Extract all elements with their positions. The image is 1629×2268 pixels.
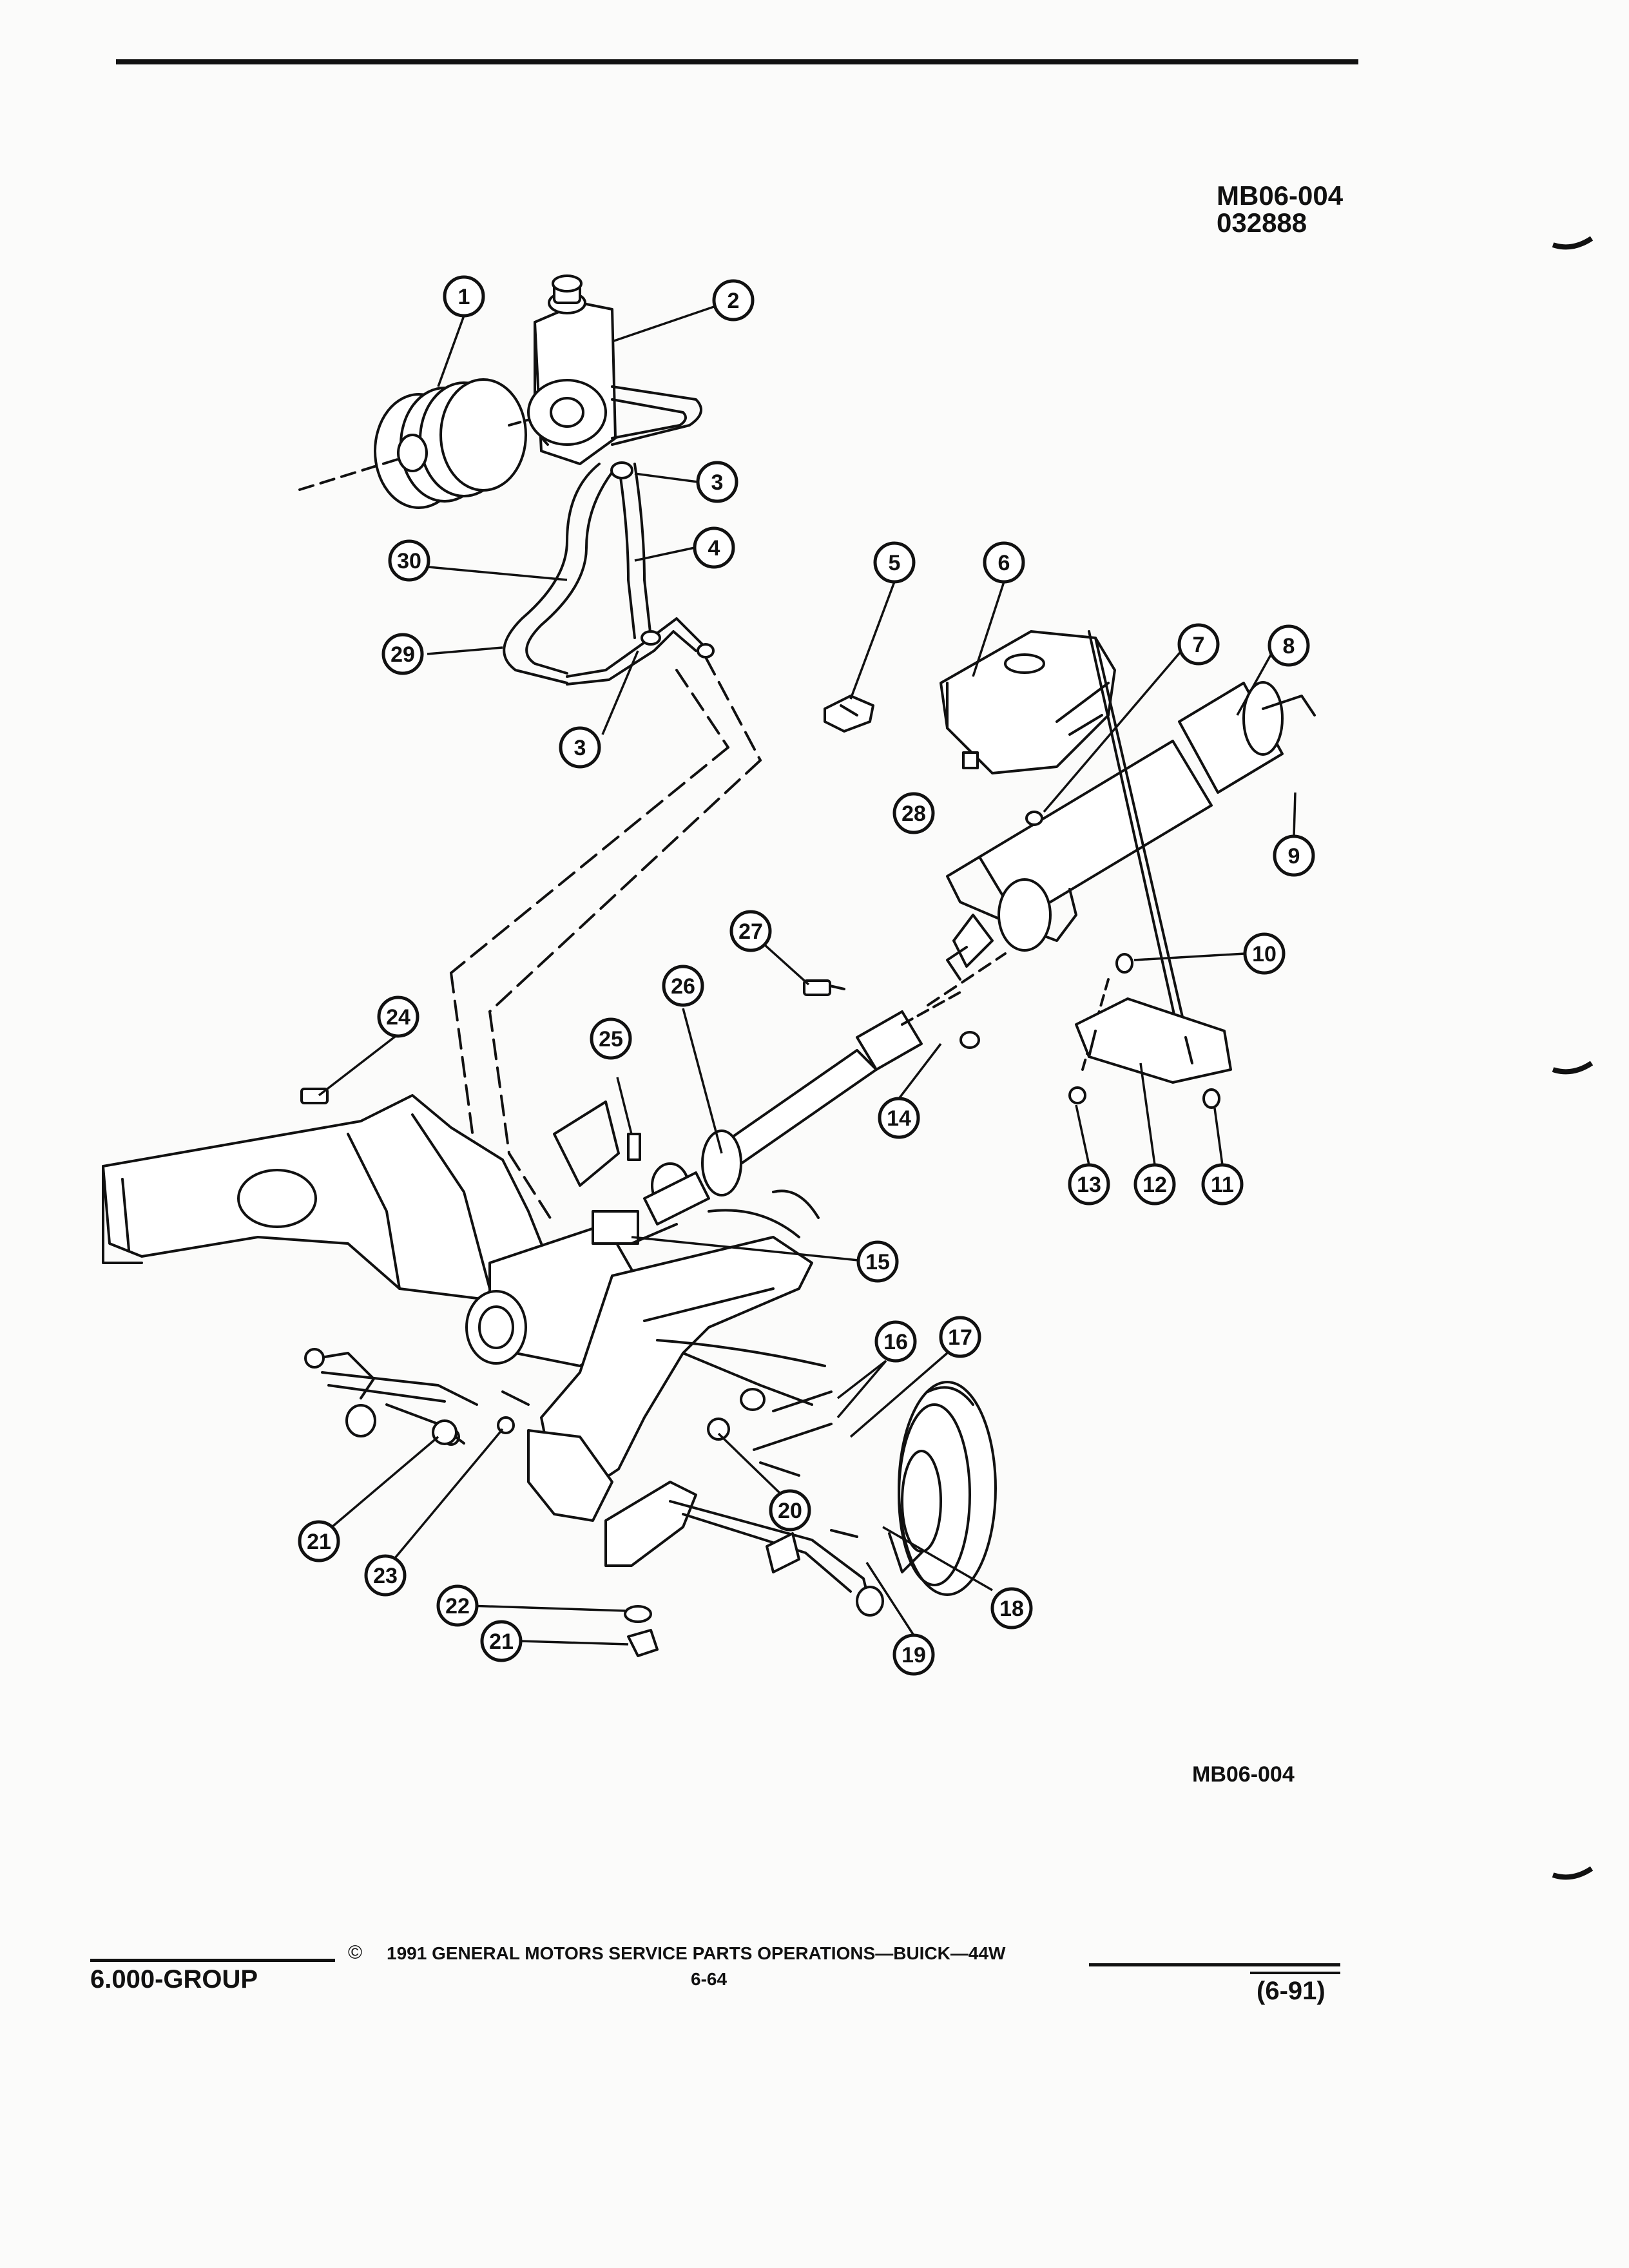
callout-8: 8: [1268, 624, 1310, 667]
callout-21-lower-label: 21: [489, 1629, 514, 1654]
footer-rule-left: [90, 1959, 335, 1962]
callout-23: 23: [364, 1554, 407, 1597]
callout-4-label: 4: [708, 536, 720, 561]
callout-4: 4: [693, 526, 735, 569]
callout-9-label: 9: [1288, 844, 1300, 869]
callout-18-label: 18: [999, 1597, 1024, 1621]
footer-page-number: 6-64: [691, 1969, 728, 1989]
copyright-symbol: ©: [348, 1942, 363, 1963]
callout-3-lower-label: 3: [574, 736, 586, 760]
callout-1: 1: [443, 275, 485, 318]
callout-7-label: 7: [1193, 633, 1205, 657]
footer-copyright: 1991 GENERAL MOTORS SERVICE PARTS OPERAT…: [387, 1943, 1006, 1963]
callout-8-label: 8: [1283, 634, 1295, 658]
callout-16-label: 16: [883, 1330, 908, 1354]
callout-22-label: 22: [445, 1594, 470, 1619]
callout-16: 16: [874, 1320, 917, 1363]
callout-26: 26: [662, 965, 704, 1007]
callout-29: 29: [381, 633, 424, 675]
callout-30-label: 30: [397, 549, 421, 573]
callout-15-label: 15: [865, 1250, 890, 1274]
callout-19: 19: [892, 1633, 935, 1676]
callout-6-label: 6: [998, 551, 1010, 575]
callout-24: 24: [377, 995, 419, 1038]
figure-footer-code: MB06-004: [1192, 1762, 1295, 1787]
callout-17-label: 17: [948, 1325, 972, 1350]
pump-pulley: [298, 378, 543, 509]
callout-3-upper-label: 3: [711, 470, 724, 495]
top-rule: [116, 59, 1358, 64]
callout-10-label: 10: [1252, 942, 1277, 966]
callout-2: 2: [712, 279, 755, 322]
callout-13: 13: [1068, 1163, 1110, 1206]
callout-6: 6: [983, 541, 1025, 584]
callout-20-label: 20: [778, 1499, 802, 1523]
callout-29-label: 29: [390, 642, 415, 667]
footer-rule-right-lower: [1250, 1972, 1340, 1974]
footer-revision: (6-91): [1257, 1977, 1325, 2005]
lower-column-bracket: [1075, 997, 1232, 1084]
callout-27: 27: [729, 910, 772, 952]
pump-hoses: [503, 461, 715, 686]
callout-11-label: 11: [1211, 1173, 1234, 1197]
callout-7: 7: [1177, 623, 1220, 666]
steering-column: [927, 630, 1316, 1071]
callout-10: 10: [1243, 932, 1286, 975]
callout-27-label: 27: [738, 919, 763, 944]
callout-28-label: 28: [901, 802, 926, 826]
wheel-rotor: [888, 1381, 997, 1596]
callout-30: 30: [388, 539, 430, 582]
callout-14-label: 14: [887, 1106, 911, 1131]
callout-13-label: 13: [1077, 1173, 1101, 1197]
crossmember: [527, 1189, 826, 1522]
callout-28: 28: [892, 792, 935, 834]
leader-lines: [318, 305, 1296, 1646]
callout-21-lower: 21: [480, 1620, 523, 1662]
footer-rule-right: [1089, 1963, 1340, 1966]
power-steering-pump: [527, 274, 702, 465]
footer-group: 6.000-GROUP: [90, 1965, 258, 1994]
callout-17: 17: [939, 1316, 981, 1358]
callout-14: 14: [878, 1097, 920, 1139]
column-support-bracket: [940, 630, 1116, 774]
callout-9: 9: [1273, 834, 1315, 877]
callout-21-upper: 21: [298, 1520, 340, 1562]
callout-24-label: 24: [386, 1005, 410, 1030]
callout-3-lower: 3: [559, 726, 601, 769]
figure-number: 032888: [1217, 207, 1307, 238]
callout-23-label: 23: [373, 1564, 398, 1588]
callout-2-label: 2: [728, 289, 740, 313]
callout-15: 15: [856, 1240, 899, 1283]
callout-11: 11: [1201, 1163, 1244, 1206]
callout-21-upper-label: 21: [307, 1530, 331, 1554]
callout-18: 18: [990, 1587, 1033, 1629]
callout-26-label: 26: [671, 974, 695, 999]
callout-22: 22: [436, 1584, 479, 1627]
callout-19-label: 19: [901, 1643, 926, 1667]
callout-3-upper: 3: [696, 461, 738, 503]
callout-25: 25: [590, 1017, 632, 1060]
retaining-clip: [824, 695, 874, 733]
callout-12-label: 12: [1142, 1173, 1167, 1197]
fasteners: [300, 751, 1220, 1538]
callout-5-label: 5: [889, 551, 901, 575]
callout-20: 20: [769, 1489, 811, 1532]
figure-code: MB06-004: [1217, 180, 1344, 211]
callout-12: 12: [1133, 1163, 1176, 1206]
callout-25-label: 25: [599, 1027, 623, 1052]
callout-5: 5: [873, 541, 916, 584]
intermediate-shaft: [643, 991, 961, 1225]
callout-1-label: 1: [458, 285, 470, 309]
